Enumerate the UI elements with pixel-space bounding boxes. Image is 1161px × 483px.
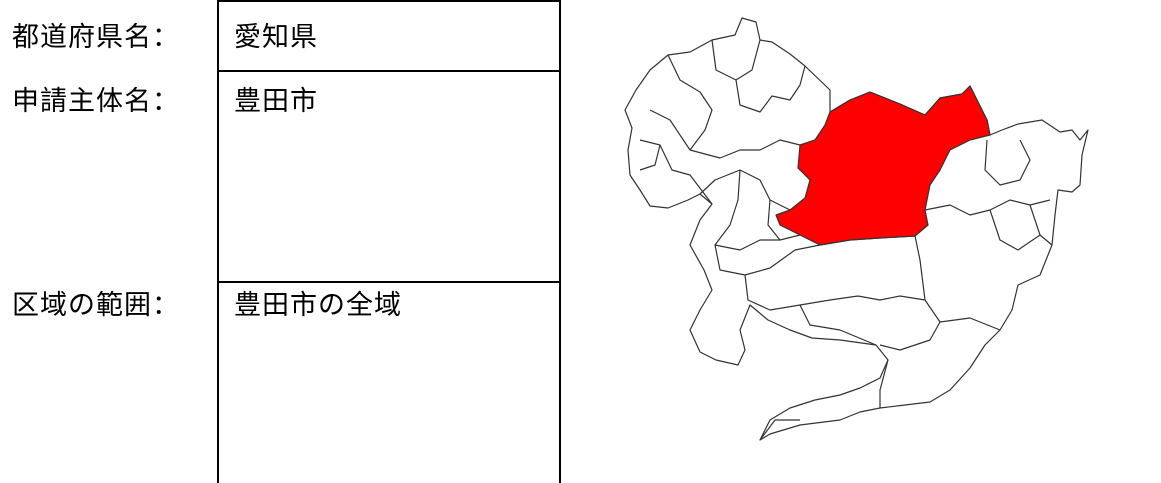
area-value: 豊田市の全域 bbox=[234, 290, 402, 321]
highlighted-municipality bbox=[775, 85, 991, 246]
aichi-prefecture-map bbox=[600, 0, 1161, 483]
right-border bbox=[559, 0, 561, 483]
prefecture-label: 都道府県名： bbox=[12, 22, 180, 53]
applicant-value: 豊田市 bbox=[234, 86, 318, 117]
map-svg bbox=[624, 17, 1089, 441]
prefecture-value: 愛知県 bbox=[234, 22, 318, 53]
left-border bbox=[217, 0, 219, 483]
boundary-lines bbox=[639, 39, 1053, 441]
top-border bbox=[217, 0, 561, 2]
applicant-label: 申請主体名： bbox=[12, 86, 180, 117]
divider-1 bbox=[217, 70, 561, 72]
area-label: 区域の範囲： bbox=[12, 290, 180, 321]
divider-2 bbox=[217, 281, 561, 283]
